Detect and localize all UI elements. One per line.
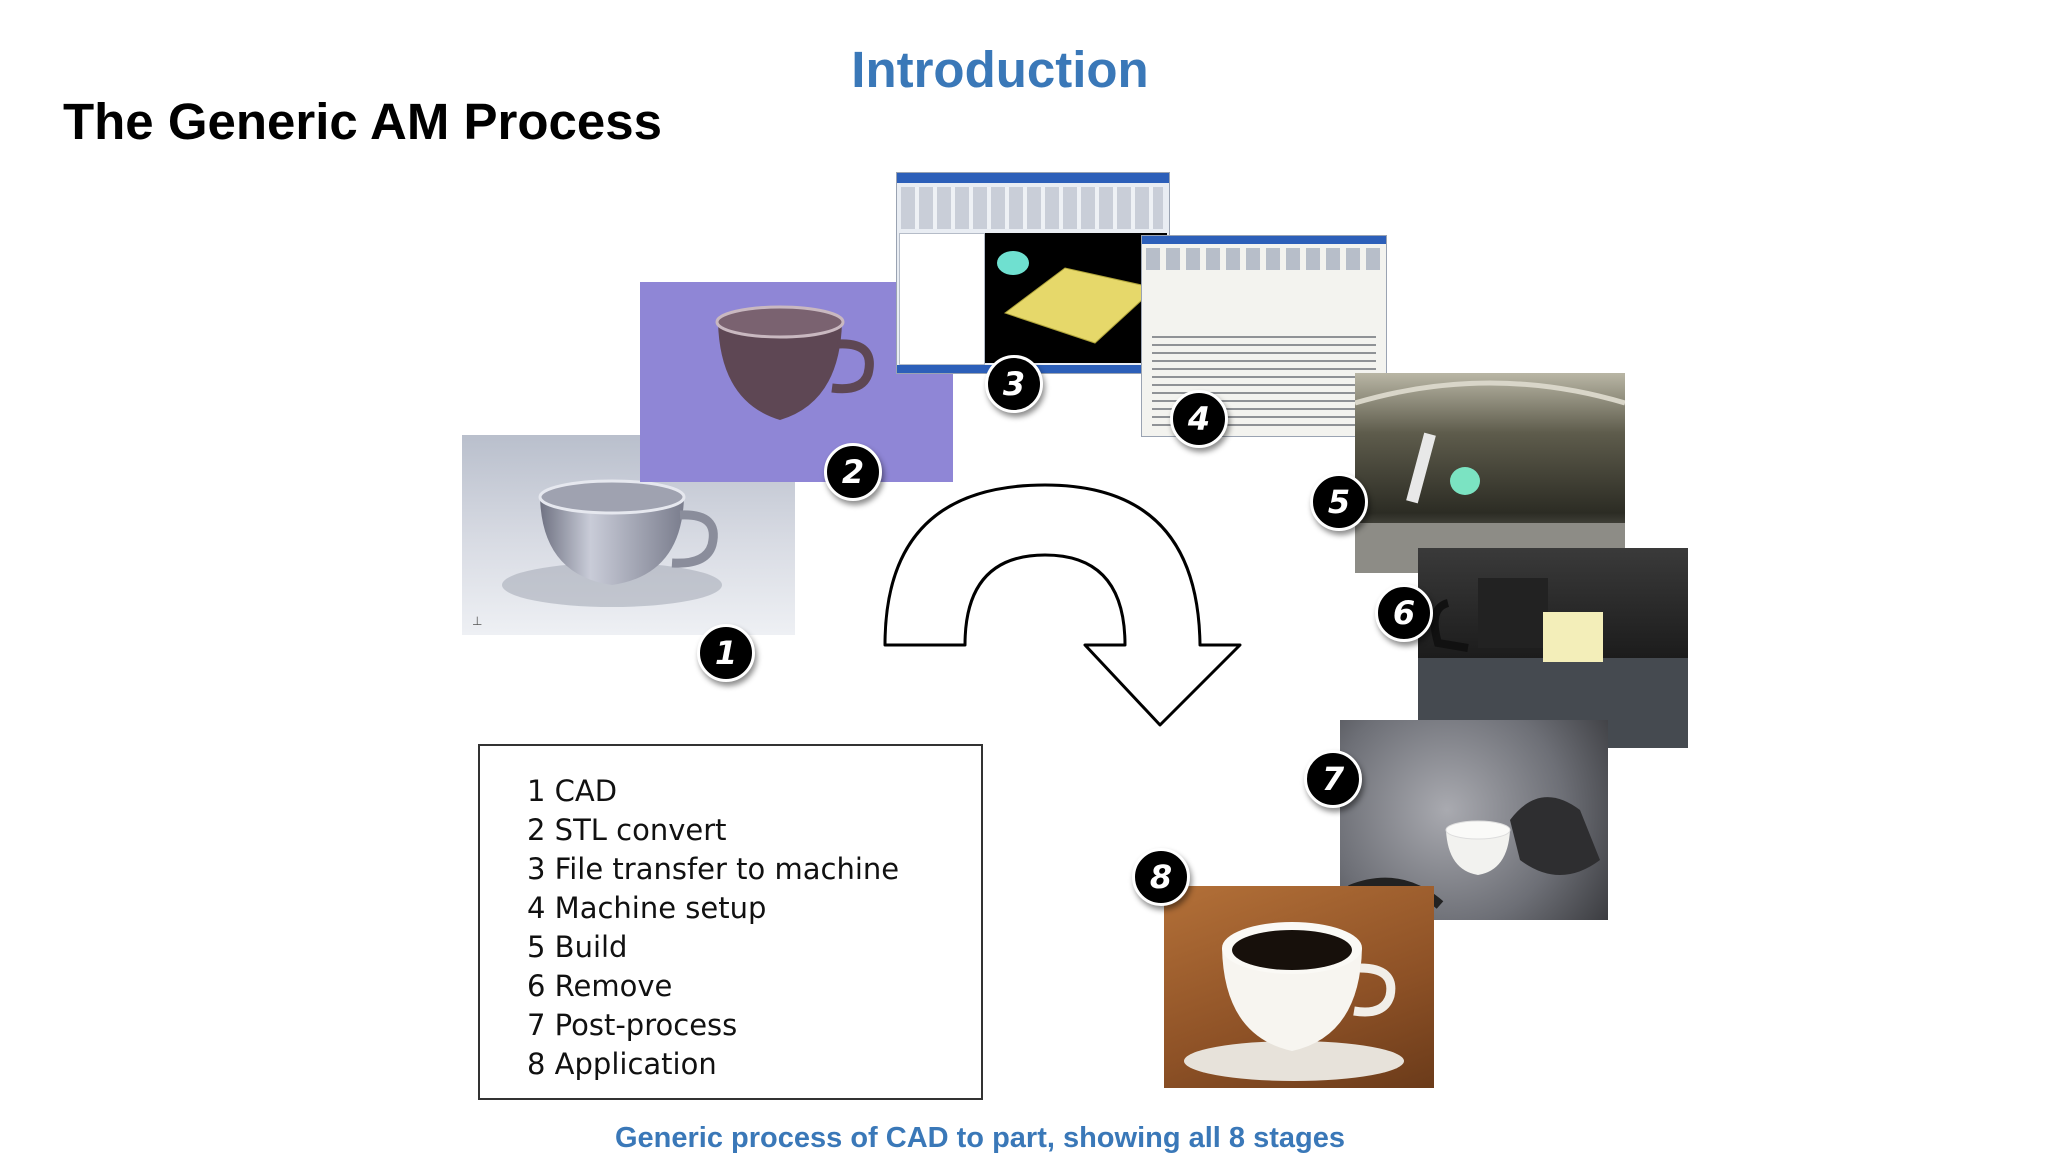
legend-item: 5 Build <box>527 930 628 964</box>
legend-item: 6 Remove <box>527 969 673 1003</box>
legend-item: 2 STL convert <box>527 813 727 847</box>
stage-badge-5: 5 <box>1310 473 1368 531</box>
stage-badge-4: 4 <box>1170 390 1228 448</box>
svg-text:⊥: ⊥ <box>472 614 482 628</box>
stage-badge-7: 7 <box>1304 750 1362 808</box>
legend-item: 4 Machine setup <box>527 891 767 925</box>
legend-item: 3 File transfer to machine <box>527 852 900 886</box>
stage-legend: 1 CAD 2 STL convert 3 File transfer to m… <box>478 744 983 1100</box>
stage-5-build-image <box>1355 373 1625 573</box>
stage-badge-1: 1 <box>697 624 755 682</box>
stage-8-application-image <box>1164 886 1434 1088</box>
stage-3-software-screenshot <box>896 172 1170 374</box>
stage-badge-2: 2 <box>824 443 882 501</box>
legend-item: 8 Application <box>527 1047 717 1081</box>
process-flow-arrow <box>883 483 1242 727</box>
stage-badge-8: 8 <box>1132 848 1190 906</box>
stage-badge-6: 6 <box>1375 584 1433 642</box>
slide-title: The Generic AM Process <box>63 93 663 150</box>
stage-6-remove-image <box>1418 548 1688 748</box>
section-title: Introduction <box>851 41 1149 98</box>
legend-item: 7 Post-process <box>527 1008 738 1042</box>
figure-caption: Generic process of CAD to part, showing … <box>614 1122 1345 1154</box>
stage-badge-3: 3 <box>985 355 1043 413</box>
legend-item: 1 CAD <box>527 774 618 808</box>
